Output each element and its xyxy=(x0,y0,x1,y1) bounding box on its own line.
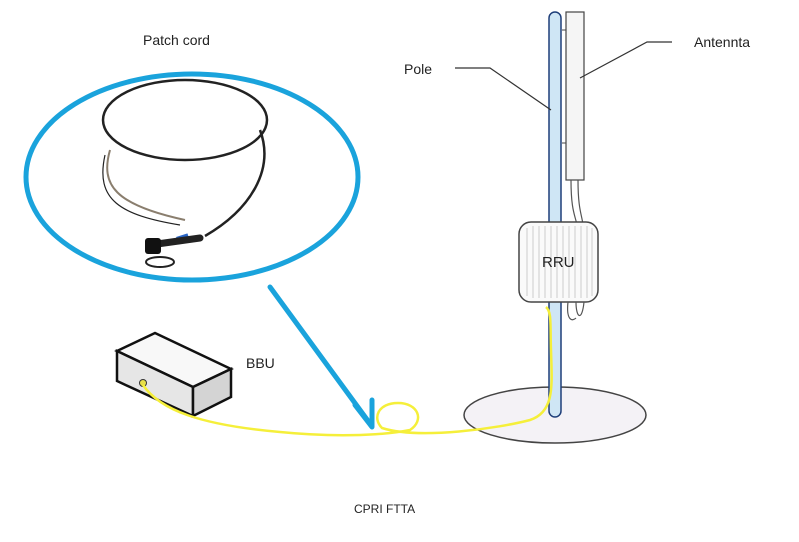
antenna-leader-line xyxy=(579,41,672,79)
pole-label: Pole xyxy=(404,61,433,77)
antenna-label: Antennta xyxy=(694,34,751,50)
pole xyxy=(548,11,562,418)
bbu-label: BBU xyxy=(246,355,275,371)
patch-cord-highlight xyxy=(23,71,361,283)
patch-cord-image xyxy=(101,78,269,268)
patch-cord-label: Patch cord xyxy=(143,32,210,48)
pole-leader-line xyxy=(455,67,552,111)
antenna-cables xyxy=(570,179,584,226)
arrow-icon xyxy=(267,284,375,430)
rru-label: RRU xyxy=(542,254,575,271)
bbu-box xyxy=(114,331,234,419)
diagram-caption: CPRI FTTA xyxy=(354,502,416,516)
fiber-cable xyxy=(141,306,553,437)
antenna xyxy=(565,11,585,181)
